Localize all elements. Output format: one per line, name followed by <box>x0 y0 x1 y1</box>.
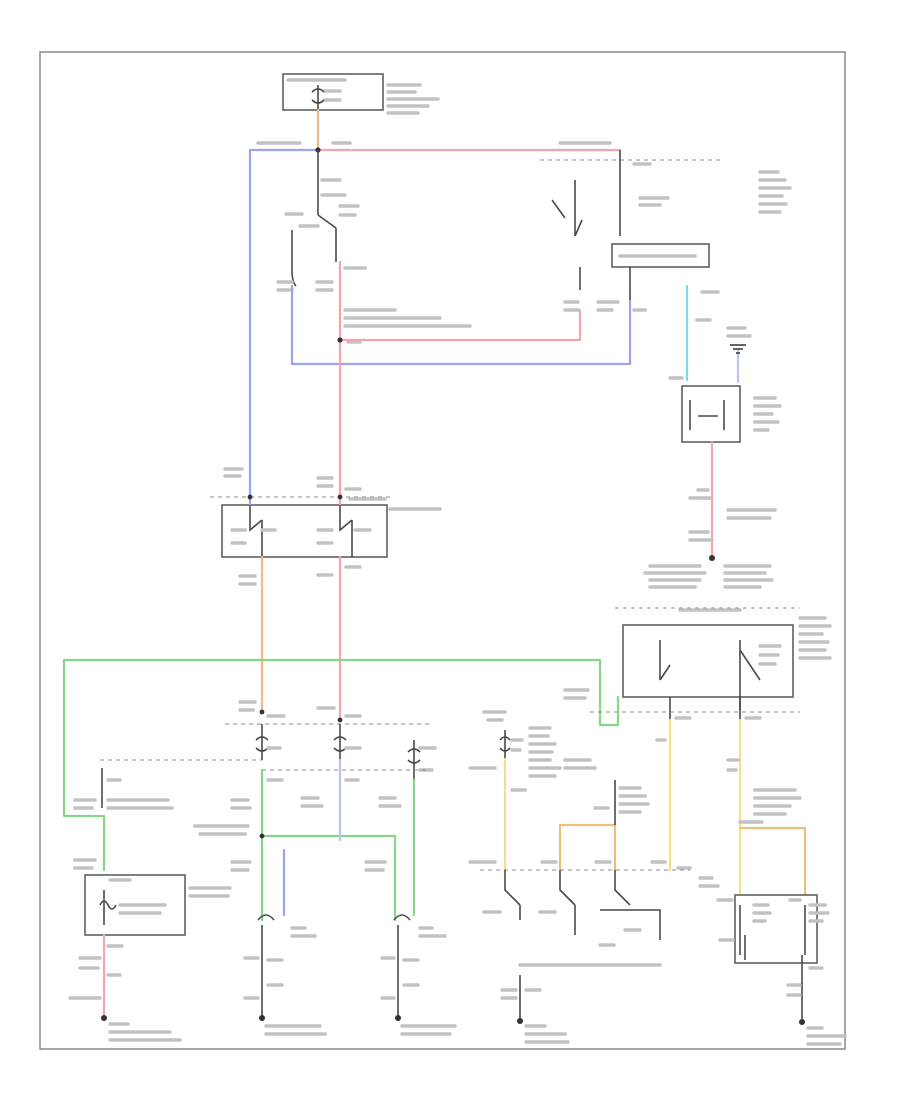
junction-dot <box>337 717 343 723</box>
top-power-block <box>282 73 440 115</box>
lower-right-lamp-box <box>734 894 818 964</box>
top-fuse <box>311 85 325 112</box>
black-wire <box>739 905 806 1022</box>
ground-icon <box>730 344 746 354</box>
switch-group <box>504 870 661 940</box>
junction-dot <box>517 1018 523 1024</box>
junction-dot <box>101 1015 107 1021</box>
black-wire <box>257 914 275 1016</box>
junction-dot <box>337 494 343 500</box>
junction-dot <box>259 833 265 839</box>
black-wire <box>99 890 117 925</box>
wire-green-loop <box>62 658 602 818</box>
wire-gold-b <box>738 826 807 902</box>
diagram-frame <box>39 51 846 1050</box>
junction-dot <box>709 555 715 561</box>
black-wire <box>393 914 411 1016</box>
black-wire <box>261 724 415 780</box>
left-headlamp <box>243 914 327 1036</box>
junction-dot <box>259 709 265 715</box>
black-wire <box>579 267 631 300</box>
indicator-lamp-box <box>681 385 741 443</box>
wire-blue-switch-loop <box>290 284 632 366</box>
wire-black-switch-feed <box>317 150 337 262</box>
junction-dot <box>247 494 253 500</box>
black-wire <box>689 400 725 430</box>
junction-dot <box>259 1015 265 1021</box>
black-wire <box>504 730 616 825</box>
black-wire <box>255 736 421 764</box>
black-wire <box>499 736 511 752</box>
black-wire <box>291 230 297 287</box>
wire-gold-a <box>558 823 617 872</box>
wire-green-mid <box>260 768 397 922</box>
wire-pink-relay-return <box>338 260 582 347</box>
black-wire <box>311 88 325 104</box>
wire-green-left-feed <box>62 814 106 872</box>
right-headlamp <box>380 914 457 1036</box>
wire-green-right <box>598 695 620 727</box>
black-wire <box>551 150 621 237</box>
junction-dot <box>337 337 343 343</box>
right-relay-box <box>622 624 794 698</box>
junction-dot <box>395 1015 401 1021</box>
black-wire <box>659 640 761 710</box>
junction-dot <box>799 1019 805 1025</box>
black-wire <box>249 505 353 557</box>
